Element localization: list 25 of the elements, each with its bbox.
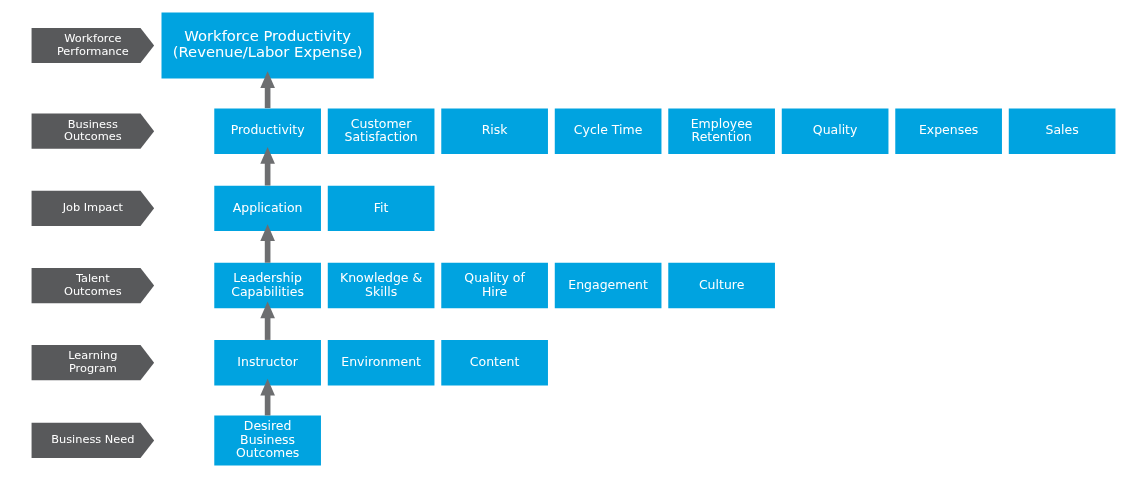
node-box: Quality of Hire <box>441 262 548 309</box>
node-box: Culture <box>668 262 775 309</box>
node-box: Content <box>441 340 548 386</box>
arrow <box>260 378 275 416</box>
node-box: Application <box>214 185 321 232</box>
node-box: Leadership Capabilities <box>214 262 321 309</box>
node-box: Expenses <box>895 108 1002 154</box>
node-box: Customer Satisfaction <box>327 108 435 154</box>
arrow <box>260 71 275 109</box>
node-box: Environment <box>327 340 435 386</box>
node-box: Instructor <box>214 340 321 386</box>
node-box: Fit <box>327 185 435 232</box>
arrow <box>260 147 275 186</box>
node-box: Cycle Time <box>554 108 662 154</box>
node-box: Workforce Productivity (Revenue/Labor Expense) <box>161 12 374 79</box>
node-box: Employee Retention <box>668 108 775 154</box>
arrow <box>260 301 275 340</box>
node-box: Engagement <box>554 262 662 309</box>
node-box: Knowledge & Skills <box>327 262 435 309</box>
node-box: Desired Business Outcomes <box>214 415 321 466</box>
arrow <box>260 224 275 263</box>
node-box: Quality <box>781 108 889 154</box>
node-box: Sales <box>1008 108 1116 154</box>
node-box: Risk <box>441 108 548 154</box>
node-box: Productivity <box>214 108 321 154</box>
